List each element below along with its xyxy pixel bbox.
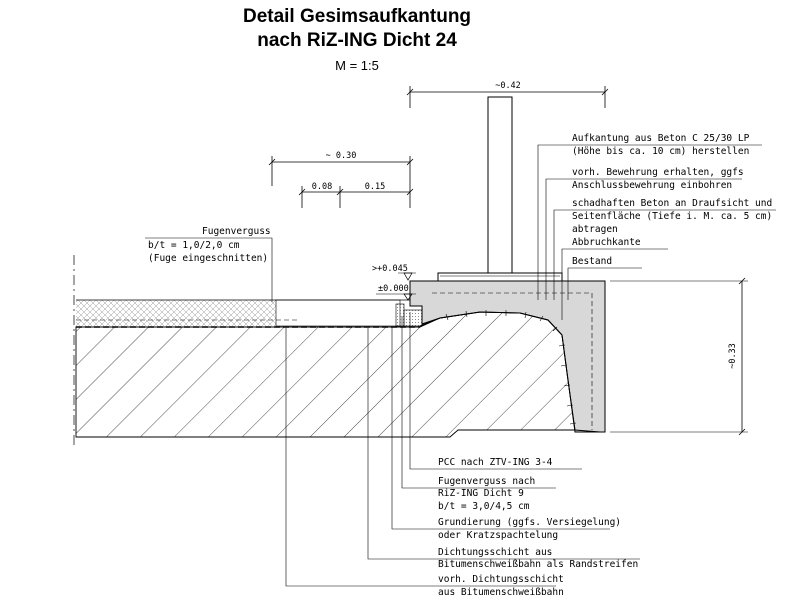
pcc-text: PCC nach ZTV-ING 3-4 — [438, 457, 553, 468]
dicht-line2: Bitumenschweißbahn als Randstreifen — [438, 559, 638, 570]
demolition-edge — [419, 311, 601, 433]
existing-outline — [432, 292, 593, 430]
aufk-line2: (Höhe bis ca. 10 cm) herstellen — [572, 146, 749, 157]
dim-042-label: ~0.42 — [495, 81, 521, 91]
title-line-2: nach RiZ-ING Dicht 24 — [257, 30, 457, 51]
surfacing-layer — [76, 300, 276, 326]
label-schadhaft: schadhaften Beton an Draufsicht und Seit… — [553, 198, 776, 300]
aufk-line1: Aufkantung aus Beton C 25/30 LP — [572, 133, 750, 144]
schad-line1: schadhaften Beton an Draufsicht und — [572, 198, 772, 209]
demolition-edge-ticks — [445, 310, 577, 425]
dimension-030: ~ 0.30 — [268, 151, 414, 186]
railing-post — [487, 96, 513, 274]
grund-line1: Grundierung (ggfs. Versiegelung) — [438, 517, 621, 528]
grund-line2: oder Kratzspachtelung — [438, 530, 558, 541]
scale-label: M = 1:5 — [335, 58, 379, 73]
dim-030-label: ~ 0.30 — [326, 151, 357, 161]
schad-line3: abtragen — [572, 224, 618, 235]
title-line-1: Detail Gesimsaufkantung — [243, 6, 471, 27]
vorh-line2: aus Bitumenschweißbahn — [438, 587, 564, 598]
label-fugenverguss-top: Fugenverguss b/t = 1,0/2,0 cm (Fuge eing… — [145, 226, 273, 302]
level-marker-plus: >+0.045 — [372, 264, 416, 281]
dimension-042: ~0.42 — [406, 81, 609, 108]
level-plus-label: >+0.045 — [372, 264, 408, 274]
fv-line1: Fugenverguss nach — [438, 476, 535, 487]
existing-concrete-body — [75, 311, 576, 438]
abbruch-text: Abbruchkante — [572, 237, 641, 248]
label-fugenverguss-bottom: Fugenverguss nach RiZ-ING Dicht 9 b/t = … — [401, 316, 556, 512]
bew-line2: Anschlussbewehrung einbohren — [572, 180, 732, 191]
fugen-top-line1: Fugenverguss — [202, 226, 271, 237]
label-dichtungsschicht: Dichtungsschicht aus Bitumenschweißbahn … — [367, 328, 640, 570]
surfacing-layer-right — [275, 299, 401, 327]
dimension-033: ~0.33 — [610, 277, 748, 436]
label-aufkantung: Aufkantung aus Beton C 25/30 LP (Höhe bi… — [537, 133, 762, 300]
label-vorh-dichtung: vorh. Dichtungsschicht aus Bitumenschwei… — [285, 328, 564, 598]
label-abbruchkante: Abbruchkante — [561, 237, 668, 320]
railing-base-plate — [437, 272, 563, 282]
fv-line2: RiZ-ING Dicht 9 — [438, 488, 524, 499]
label-bewehrung: vorh. Bewehrung erhalten, ggfs Anschluss… — [545, 167, 744, 300]
label-pcc: PCC nach ZTV-ING 3-4 — [409, 312, 582, 470]
joint-fill — [395, 303, 405, 327]
bew-line1: vorh. Bewehrung erhalten, ggfs — [572, 167, 744, 178]
label-grundierung: Grundierung (ggfs. Versiegelung) oder Kr… — [391, 327, 621, 541]
fugen-top-line2: b/t = 1,0/2,0 cm — [148, 240, 240, 251]
pcc-fill — [403, 309, 423, 327]
vorh-line1: vorh. Dichtungsschicht — [438, 574, 564, 585]
level-zero-label: ±0.000 — [378, 284, 409, 294]
level-marker-zero: ±0.000 — [376, 284, 416, 301]
fugen-top-line3: (Fuge eingeschnitten) — [148, 253, 268, 264]
dim-015-label: 0.15 — [365, 182, 385, 192]
schad-line2: Seitenfläche (Tiefe i. M. ca. 5 cm) — [572, 211, 772, 222]
bestand-text: Bestand — [572, 256, 612, 267]
label-bestand: Bestand — [567, 256, 642, 300]
dim-008-label: 0.08 — [312, 182, 332, 192]
dicht-line1: Dichtungsschicht aus — [438, 547, 552, 558]
dim-033-label: ~0.33 — [728, 343, 738, 369]
dimension-008-015: 0.08 0.15 — [298, 182, 414, 208]
fv-line3: b/t = 3,0/4,5 cm — [438, 501, 530, 512]
